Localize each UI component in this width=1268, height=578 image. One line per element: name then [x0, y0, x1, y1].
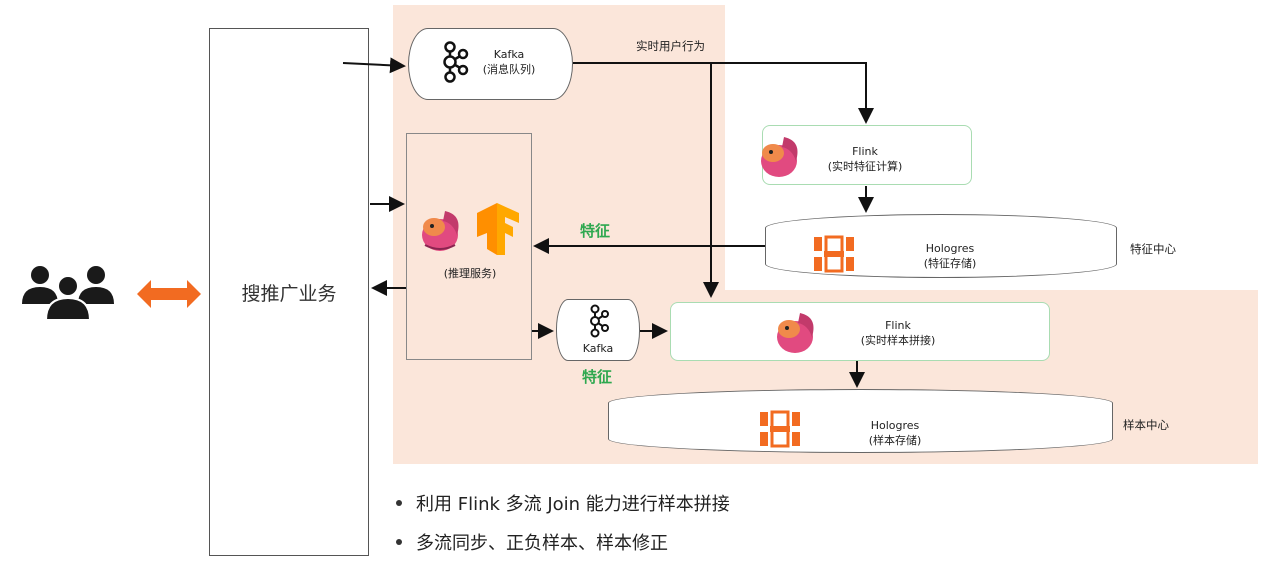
- business-label: 搜推广业务: [241, 282, 337, 305]
- kafka-small-name: Kafka: [582, 342, 614, 355]
- hologres-feature-label: Hologres (特征存储): [910, 241, 990, 271]
- bullet-text: 多流同步、正负样本、样本修正: [416, 533, 668, 554]
- inference-desc: (推理服务): [443, 267, 497, 280]
- flink-feature-desc: (实时特征计算): [827, 160, 903, 173]
- bullet-dot: [396, 539, 402, 545]
- flink-sample-name: Flink: [885, 319, 911, 332]
- bidirectional-arrow-icon: [137, 278, 201, 310]
- bullet-item: 多流同步、正负样本、样本修正: [396, 529, 668, 555]
- hologres-sample-cylinder: [608, 389, 1113, 453]
- flink-squirrel-icon: [754, 131, 804, 181]
- kafka-top-name: Kafka: [493, 48, 525, 61]
- flink-feature-name: Flink: [852, 145, 878, 158]
- kafka-top-desc: (消息队列): [482, 63, 536, 76]
- flink-squirrel-icon: [770, 307, 820, 357]
- flink-sample-desc: (实时样本拼接): [860, 334, 936, 347]
- inference-service-box: [406, 133, 532, 360]
- hologres-sample-name: Hologres: [870, 419, 920, 432]
- business-box: 搜推广业务: [209, 28, 369, 556]
- feature-center-label: 特征中心: [1130, 242, 1176, 256]
- bullet-dot: [396, 500, 402, 506]
- hologres-logo-icon: [756, 410, 804, 448]
- realtime-behavior-label: 实时用户行为: [636, 39, 705, 53]
- hologres-feature-name: Hologres: [925, 242, 975, 255]
- flink-squirrel-icon: [415, 205, 465, 255]
- hologres-feature-desc: (特征存储): [923, 257, 977, 270]
- kafka-top-label: Kafka (消息队列): [478, 47, 540, 77]
- kafka-logo-icon: [583, 303, 613, 339]
- users-icon: [20, 262, 120, 324]
- bullet-text: 利用 Flink 多流 Join 能力进行样本拼接: [416, 494, 730, 515]
- feature-label-2: 特征: [582, 368, 613, 386]
- feature-label-1: 特征: [580, 222, 611, 240]
- hologres-feature-cylinder: [765, 214, 1117, 278]
- hologres-sample-label: Hologres (样本存储): [855, 418, 935, 448]
- flink-sample-box: [670, 302, 1050, 361]
- hologres-sample-desc: (样本存储): [868, 434, 922, 447]
- tensorflow-icon: [473, 203, 523, 255]
- sample-center-label: 样本中心: [1123, 418, 1169, 432]
- flink-sample-label: Flink (实时样本拼接): [848, 318, 948, 348]
- flink-feature-label: Flink (实时特征计算): [815, 144, 915, 174]
- kafka-logo-icon: [428, 37, 478, 87]
- hologres-logo-icon: [810, 235, 858, 273]
- bullet-item: 利用 Flink 多流 Join 能力进行样本拼接: [396, 490, 730, 516]
